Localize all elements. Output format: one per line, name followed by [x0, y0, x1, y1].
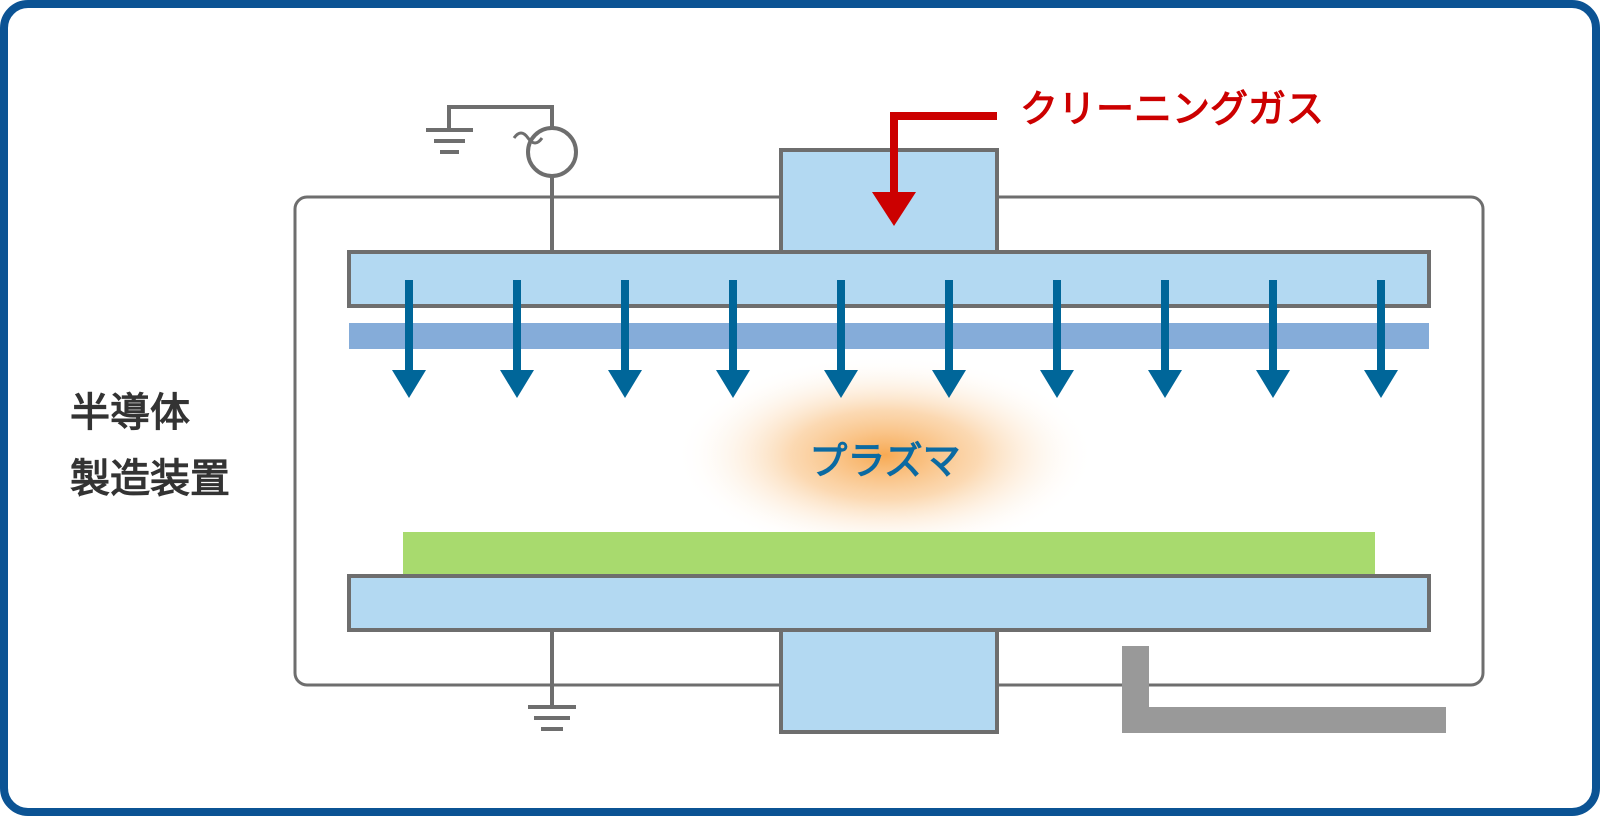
ac-source-icon	[512, 126, 578, 178]
cleaning-gas-label: クリーニングガス	[1020, 87, 1324, 131]
flow-arrow	[1256, 280, 1290, 398]
lower-electrode	[347, 574, 1431, 632]
flow-arrow	[500, 280, 534, 398]
flow-arrow	[1148, 280, 1182, 398]
ground-icon	[426, 128, 473, 154]
upper-electrode	[347, 250, 1431, 308]
flow-arrow	[932, 280, 966, 398]
flow-arrow	[824, 280, 858, 398]
gas-flow-arrows	[392, 280, 1398, 398]
flow-arrow	[392, 280, 426, 398]
flow-arrow	[608, 280, 642, 398]
exhaust-pipe	[1122, 646, 1446, 733]
title-line-1: 半導体	[70, 390, 190, 436]
support-block	[779, 628, 999, 734]
ground-icon	[528, 705, 576, 731]
plasma-glow	[675, 355, 1095, 555]
rf-source-wiring	[447, 105, 554, 252]
shower-plate	[349, 323, 1429, 349]
flow-arrow	[1364, 280, 1398, 398]
flow-arrow	[716, 280, 750, 398]
wafer	[403, 532, 1375, 576]
flow-arrow	[1040, 280, 1074, 398]
cleaning-gas-arrow	[872, 112, 997, 226]
plasma-label: プラズマ	[809, 439, 960, 483]
title-line-2: 製造装置	[70, 456, 230, 502]
